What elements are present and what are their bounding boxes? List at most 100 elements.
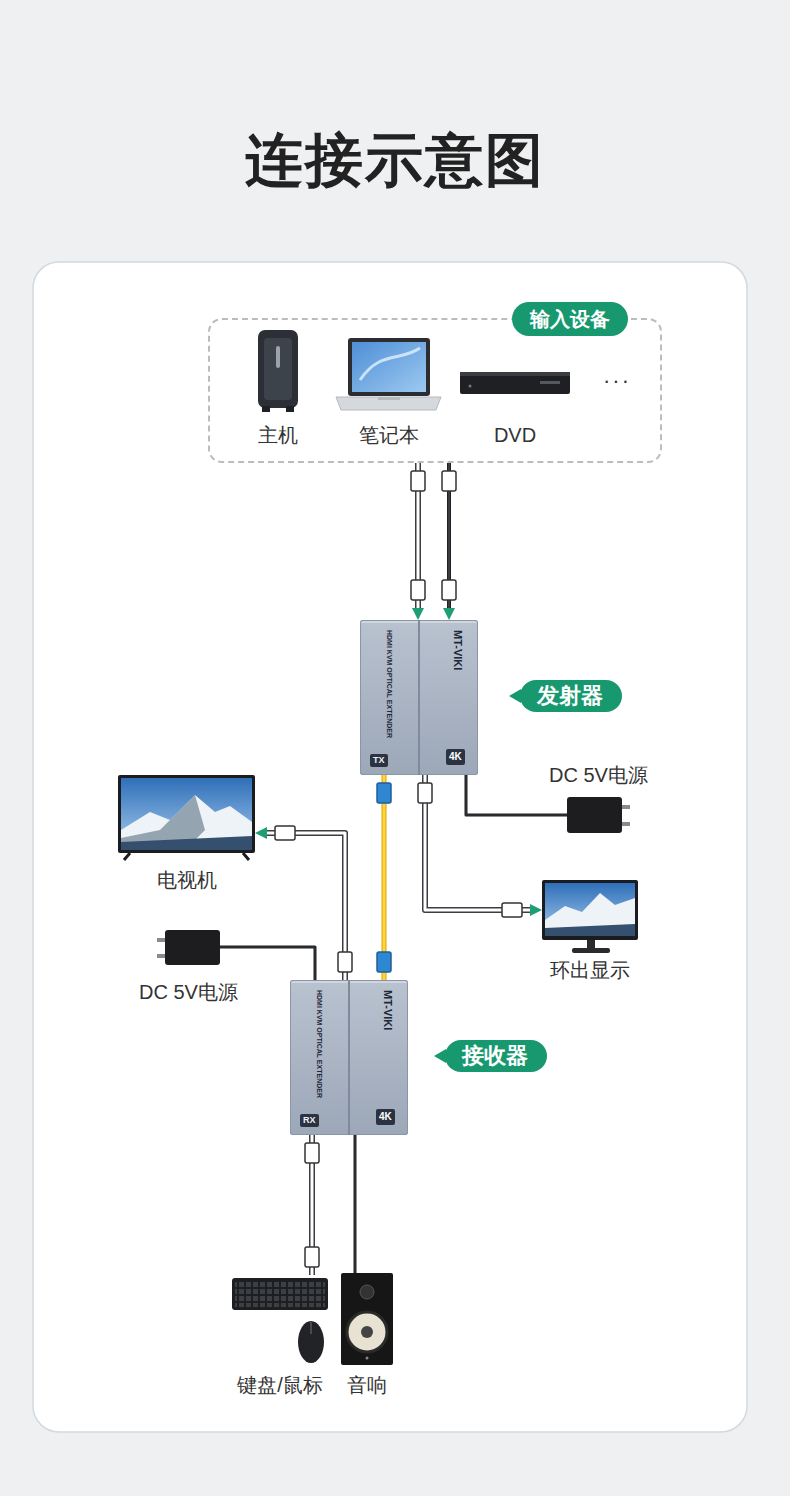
model-text: HDMI KVM OPTICAL EXTENDER [315, 990, 324, 1098]
port-badge: RX [300, 1114, 319, 1127]
device-caption: DC 5V电源 [139, 980, 238, 1004]
brand-text: MT-VIKI [381, 990, 394, 1030]
peripheral-box: 音响 [341, 1273, 393, 1365]
monitor-icon [545, 924, 635, 936]
host-pc-icon [276, 346, 280, 368]
cable-core [383, 775, 386, 980]
device-caption: 键盘/鼠标 [237, 1373, 323, 1397]
cable-connector [267, 826, 352, 980]
dvd-player-icon [460, 372, 570, 394]
keyboard-mouse-icon [232, 1278, 328, 1310]
speaker-icon [361, 1326, 373, 1338]
display-box: 电视机 [118, 775, 255, 860]
device-icon-box: DVD [460, 370, 570, 395]
cable-plug [305, 1247, 319, 1267]
tv-icon [118, 775, 255, 860]
host-pc-icon [286, 406, 294, 412]
tv-icon [121, 795, 252, 850]
monitor-icon [542, 880, 638, 940]
cable-outline [354, 1135, 357, 1273]
cable-connector [418, 775, 530, 917]
cable-plug [305, 1143, 319, 1163]
power-adapter-icon [157, 930, 220, 965]
resolution-badge: 4K [446, 749, 465, 765]
monitor-icon [542, 880, 638, 953]
cable-connector [411, 463, 425, 608]
callout-text: 发射器 [537, 680, 603, 712]
cable-outline [220, 947, 315, 980]
callout-text: 接收器 [462, 1040, 528, 1072]
monitor-icon [572, 948, 610, 953]
cable-plug [377, 783, 391, 803]
laptop-icon [352, 342, 426, 392]
cable-plug [411, 471, 425, 491]
tv-icon [118, 775, 255, 853]
dvd-player-icon [460, 372, 570, 394]
power-adapter-icon [157, 954, 165, 958]
device-caption: 电视机 [157, 868, 217, 892]
host-pc-icon [258, 330, 298, 408]
power-adapter-box: DC 5V电源 [567, 797, 630, 833]
cable-connector [305, 1135, 319, 1275]
cable-plug [411, 580, 425, 600]
keyboard-mouse-icon [232, 1278, 328, 1363]
tv-icon [121, 836, 252, 850]
panel-divider [348, 980, 350, 1135]
host-pc-icon [262, 406, 270, 412]
monitor-icon [587, 940, 595, 949]
keyboard-mouse-icon [298, 1321, 324, 1363]
keyboard-mouse-icon [235, 1281, 325, 1307]
power-adapter-icon [567, 797, 630, 833]
cable-connector [220, 947, 315, 980]
panel-divider [418, 620, 420, 775]
diagram-title: 连接示意图 [0, 0, 790, 195]
cable-plug [442, 580, 456, 600]
model-text: HDMI KVM OPTICAL EXTENDER [385, 630, 394, 738]
host-pc-icon [264, 338, 292, 400]
keyboard-mouse-icon [310, 1322, 312, 1334]
speaker-icon [360, 1285, 374, 1299]
cable-connector [355, 1135, 356, 1273]
cable-plug [502, 903, 522, 917]
speaker-icon [347, 1312, 387, 1352]
power-adapter-icon [622, 822, 630, 826]
cable-core [220, 947, 315, 980]
cable-connector [377, 775, 391, 980]
laptop-icon [336, 397, 441, 410]
power-adapter-icon [157, 938, 165, 942]
cable-plug [418, 783, 432, 803]
display-box: 环出显示 [542, 880, 638, 954]
peripheral-box: 键盘/鼠标 [232, 1275, 328, 1365]
power-adapter-icon [567, 797, 622, 833]
callout-badge: 发射器 [520, 680, 622, 712]
monitor-icon [545, 893, 635, 936]
device-caption: 环出显示 [550, 958, 630, 982]
dvd-player-icon [460, 372, 570, 376]
card-panel [33, 262, 747, 1432]
tv-icon [121, 778, 252, 850]
dvd-player-icon [469, 385, 472, 388]
laptop-icon [348, 338, 430, 396]
resolution-badge: 4K [376, 1109, 395, 1125]
brand-text: MT-VIKI [451, 630, 464, 670]
host-pc-icon [258, 330, 298, 412]
device-caption: 音响 [347, 1373, 387, 1397]
device-icon-box: 笔记本 [336, 338, 441, 412]
speaker-icon [341, 1273, 393, 1365]
device-icon-box: 主机 [258, 330, 298, 412]
dvd-player-icon [540, 381, 560, 384]
cable-core [425, 775, 530, 910]
port-badge: TX [370, 754, 388, 767]
cable-plug [377, 952, 391, 972]
cable-core [267, 833, 345, 980]
laptop-icon [360, 348, 420, 380]
laptop-icon [378, 397, 400, 400]
extender-unit: HDMI KVM OPTICAL EXTENDER MT-VIKI TX 4K [360, 620, 478, 775]
power-adapter-box: DC 5V电源 [157, 930, 220, 965]
group-heading: 输入设备 [512, 302, 628, 336]
tv-icon [124, 853, 249, 860]
laptop-icon [336, 338, 441, 410]
speaker-icon [341, 1273, 393, 1365]
ellipsis-label: ··· [603, 368, 631, 394]
